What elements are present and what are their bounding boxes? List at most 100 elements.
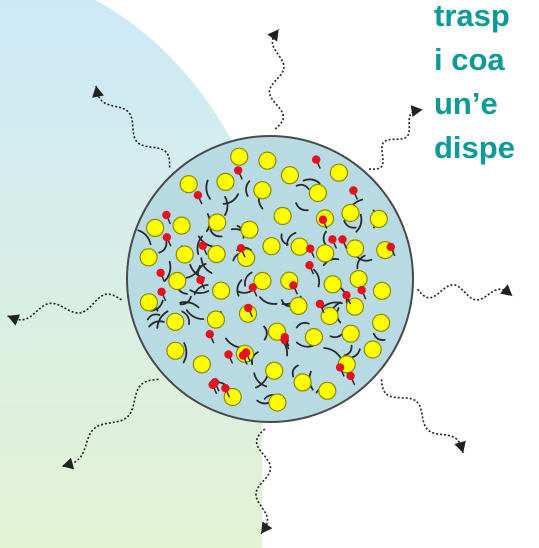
particle-icon <box>139 293 158 312</box>
particle-icon <box>372 281 392 300</box>
molecule-tail <box>313 268 321 288</box>
molecule-tail <box>295 321 310 329</box>
molecule-tail <box>291 364 299 378</box>
molecule-head <box>244 303 253 313</box>
surfactant-molecule-icon <box>205 330 215 344</box>
dispersion-arrow <box>267 28 285 130</box>
particle-icon <box>289 296 308 315</box>
particle-icon <box>262 237 281 256</box>
molecule-tail <box>181 310 191 325</box>
text-line-1: trasp <box>434 0 510 33</box>
surfactant-molecule-icon <box>162 233 172 247</box>
arrow-head-icon <box>500 284 513 296</box>
molecule-tail <box>148 320 165 328</box>
molecule-head <box>305 261 314 270</box>
molecule-head <box>349 186 358 195</box>
particle-icon <box>172 216 191 235</box>
particle-icon <box>304 328 323 347</box>
surfactant-molecule-icon <box>315 299 325 314</box>
molecule-head <box>386 242 395 252</box>
particle-icon <box>369 209 388 228</box>
dispersion-arrow-path <box>268 28 285 130</box>
surfactant-molecule-icon <box>342 291 352 305</box>
molecule-tail <box>323 347 342 360</box>
molecule-head <box>198 241 207 250</box>
molecule-tail <box>179 295 192 306</box>
molecule-tail <box>245 180 251 197</box>
surfactant-molecule-icon <box>346 371 356 386</box>
text-line-2: i coa <box>434 42 505 77</box>
molecule-tail <box>222 193 239 205</box>
particle-icon <box>192 355 211 374</box>
arrow-head-icon <box>7 314 20 326</box>
emulsion-droplet <box>126 135 414 423</box>
molecule-head <box>196 275 205 285</box>
particle-icon <box>179 175 198 194</box>
molecule-tail <box>224 195 229 216</box>
molecule-head <box>193 191 203 200</box>
surfactant-molecule-icon <box>305 261 315 275</box>
molecule-tail <box>179 301 200 309</box>
particle-icon <box>273 206 292 226</box>
arrow-head-icon <box>267 29 279 42</box>
molecule-tail <box>244 271 253 287</box>
arrow-head-icon <box>92 85 104 98</box>
surfactant-molecule-icon <box>312 155 321 169</box>
molecule-head <box>236 244 246 253</box>
particle-icon <box>223 387 242 407</box>
molecule-tail <box>295 341 315 348</box>
molecule-tail <box>295 183 310 190</box>
molecule-tail <box>355 213 363 233</box>
particle-icon <box>308 183 327 203</box>
molecule-head <box>224 350 233 359</box>
particle-icon <box>280 166 299 185</box>
molecule-head <box>280 333 289 342</box>
surfactant-molecule-icon <box>386 242 396 257</box>
molecule-head <box>162 210 171 220</box>
surfactant-molecule-icon <box>357 285 367 300</box>
molecule-tail <box>156 310 169 329</box>
molecule-head <box>205 330 214 339</box>
molecule-head <box>208 380 217 389</box>
particle-icon <box>237 248 256 267</box>
particle-icon <box>206 310 225 329</box>
molecule-head <box>234 166 243 175</box>
dispersion-arrow <box>255 428 273 535</box>
molecule-head <box>162 233 172 242</box>
molecule-head <box>156 268 165 278</box>
particle-icon <box>372 313 391 332</box>
particle-icon <box>320 306 339 326</box>
surfactant-molecule-icon <box>157 287 167 302</box>
dispersion-arrows <box>7 28 513 535</box>
molecule-tail <box>343 344 353 357</box>
particle-icon <box>290 237 309 256</box>
molecule-tail <box>182 342 188 364</box>
molecule-tail <box>189 289 210 294</box>
molecule-tail <box>185 309 205 320</box>
molecule-tail <box>164 260 172 282</box>
molecule-tail <box>196 263 207 277</box>
molecule-head <box>338 235 347 244</box>
particle-icon <box>212 281 231 300</box>
dispersion-arrow <box>7 293 122 326</box>
molecule-tail <box>372 332 386 341</box>
particle-icon <box>208 213 227 232</box>
surfactant-molecule-icon <box>242 348 251 362</box>
surfactant-molecule-icon <box>156 268 166 283</box>
molecule-head <box>357 285 366 295</box>
surfactant-molecule-icon <box>224 350 234 364</box>
text-line-4: dispe <box>434 130 515 165</box>
surfactant-molecule-icon <box>280 333 290 347</box>
dispersion-arrow-path <box>416 283 513 301</box>
molecule-head <box>342 291 351 300</box>
surfactant-molecule-icon <box>335 363 345 377</box>
particle-icon <box>363 340 382 359</box>
molecule-tail <box>209 228 223 238</box>
molecule-tail <box>196 235 204 255</box>
molecule-tail <box>302 178 321 185</box>
surfactant-molecule-icon <box>289 281 299 295</box>
surfactant-molecule-icon <box>162 210 172 225</box>
particle-icon <box>318 381 337 400</box>
molecule-tail <box>356 254 366 270</box>
surfactant-molecule-icon <box>328 235 338 249</box>
